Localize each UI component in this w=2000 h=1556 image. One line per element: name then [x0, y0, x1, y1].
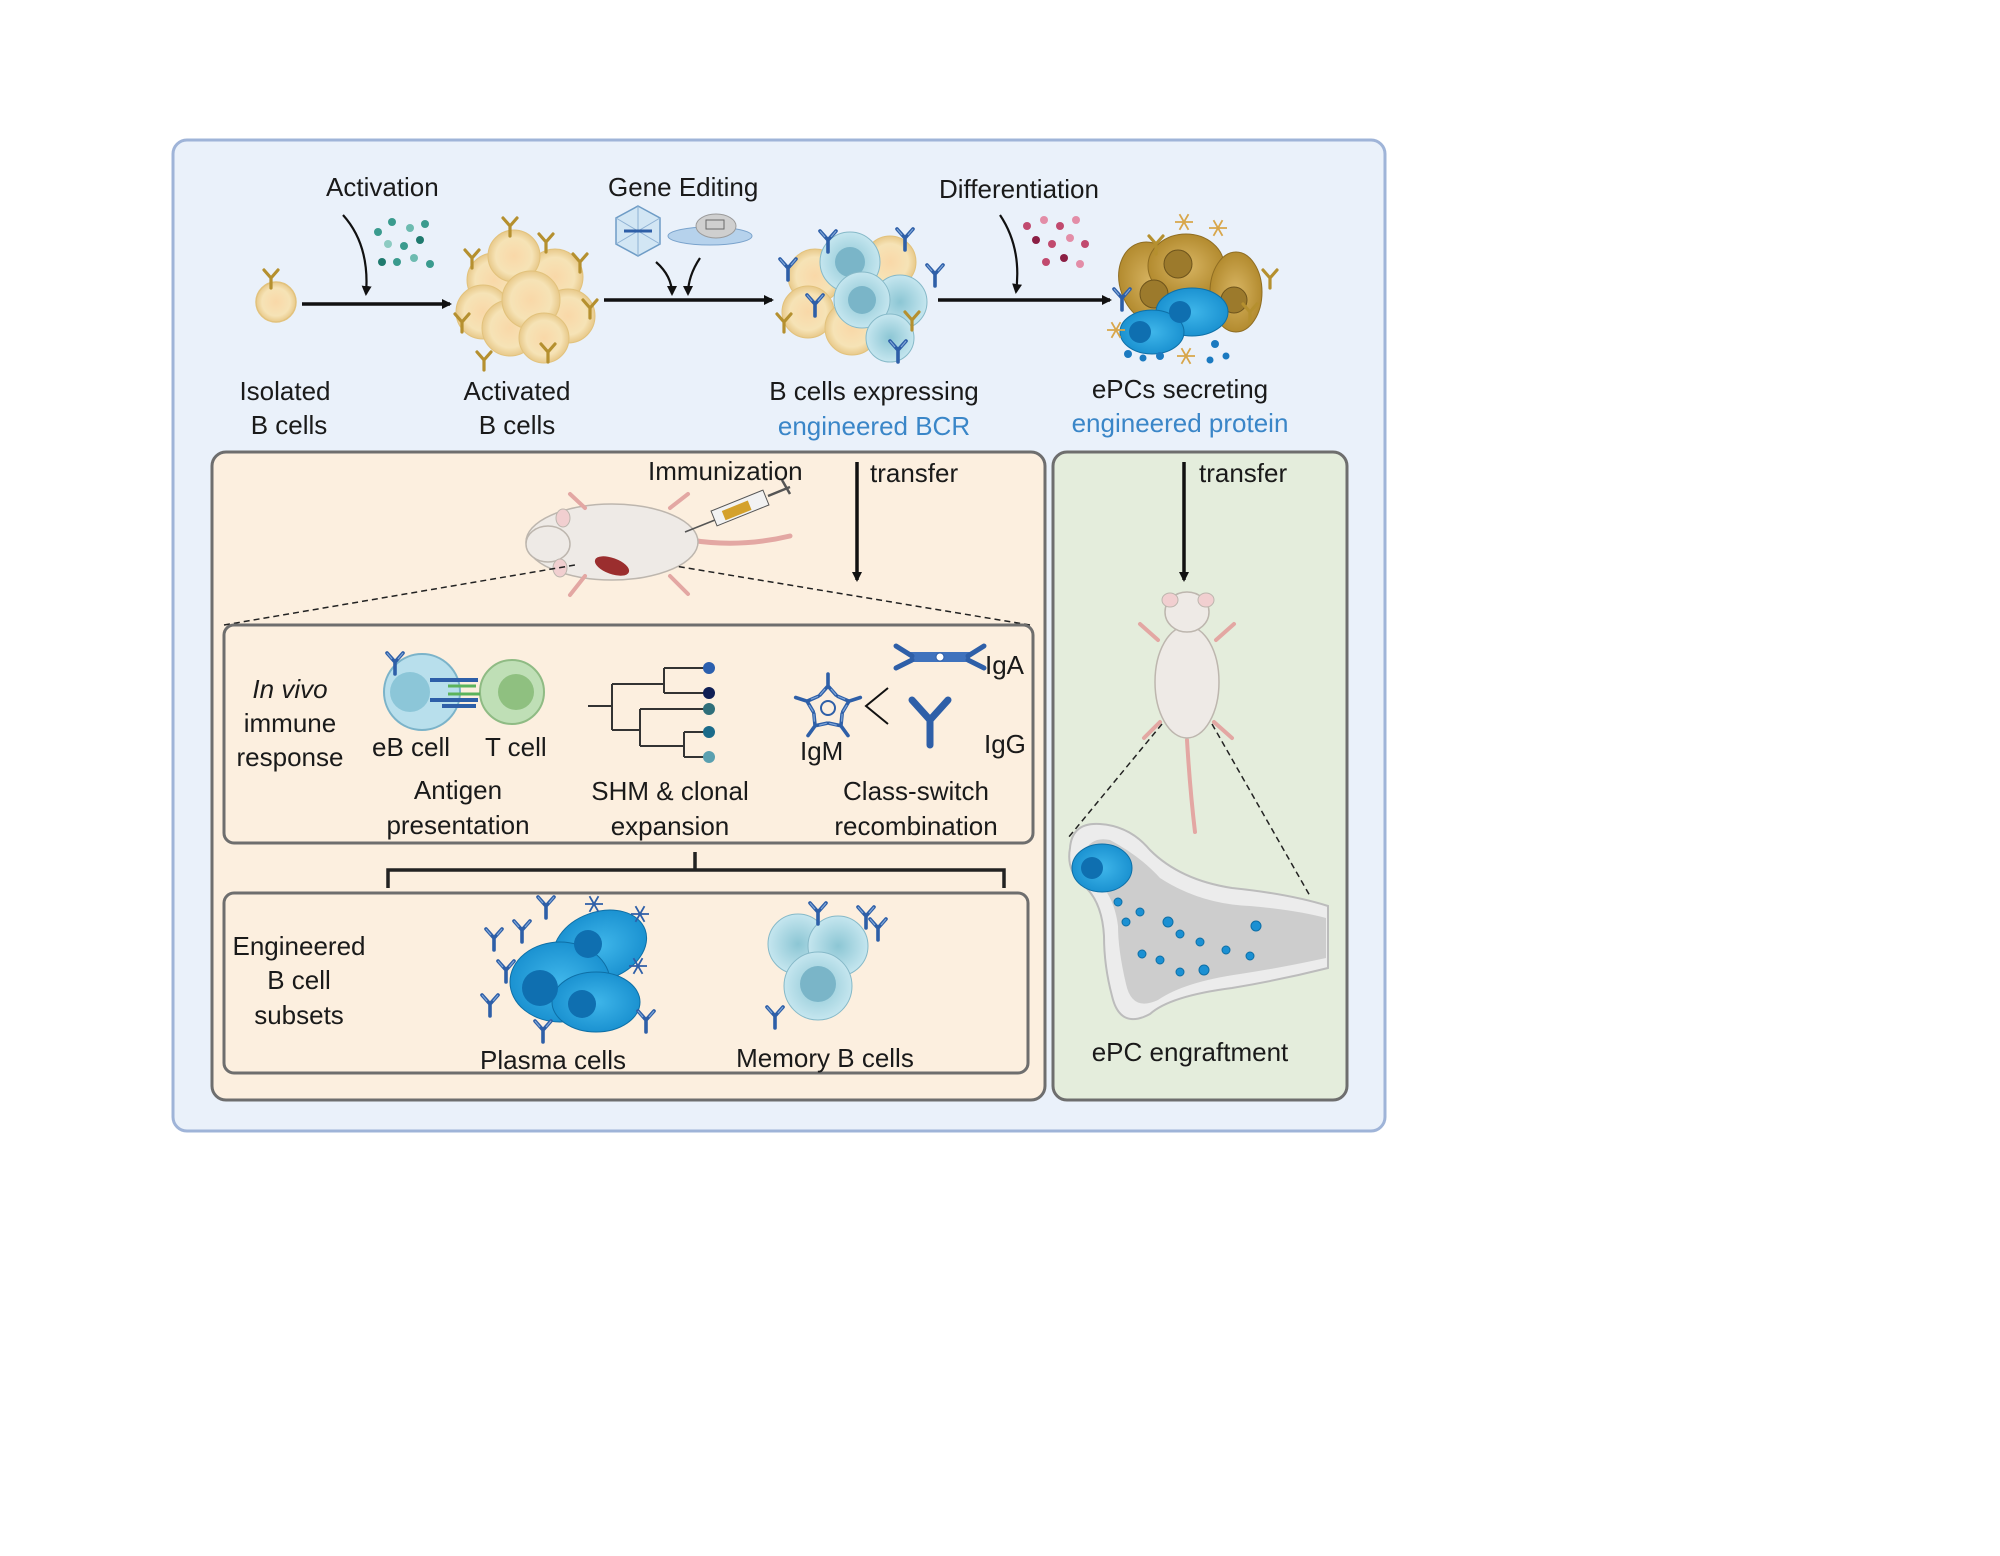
epcs-line2: engineered protein [1071, 408, 1289, 438]
activation-label: Activation [326, 172, 439, 202]
subsets-bracket [386, 852, 1006, 888]
activated-b-cell-cluster [453, 216, 599, 372]
antigen-line1: Antigen [413, 775, 503, 805]
epc-cluster [1106, 213, 1279, 365]
subsets-line2: B cell [267, 965, 331, 995]
bone-marrow-section [1068, 822, 1329, 1020]
plasma-cells-cluster [480, 895, 656, 1044]
epcs-line1: ePCs secreting [1091, 374, 1269, 404]
activation-molecules [374, 218, 434, 268]
igg-icon [908, 696, 952, 749]
igg-label: IgG [984, 729, 1026, 759]
differentiation-input-arrow [999, 214, 1023, 294]
shm-line1: SHM & clonal [591, 776, 749, 806]
clone-nodes [703, 662, 715, 763]
activated-line1: Activated [463, 376, 571, 406]
response-label: response [236, 742, 344, 772]
eb-cell-label: eB cell [372, 732, 451, 762]
gene-editing-label: Gene Editing [608, 172, 759, 202]
in-vivo-label: In vivo [252, 674, 328, 704]
memory-b-cells-cluster [765, 901, 888, 1030]
engineered-b-cell-cluster [775, 227, 945, 364]
transfer-label-left: transfer [870, 458, 959, 488]
epc-engraftment-label: ePC engraftment [1091, 1037, 1289, 1067]
syringe-icon [684, 479, 792, 533]
shm-line2: expansion [610, 811, 730, 841]
engineered-bcr-line1: B cells expressing [769, 376, 979, 406]
igm-label: IgM [800, 736, 844, 766]
subsets-line3: subsets [254, 1000, 344, 1030]
engineered-bcr-line2: engineered BCR [777, 411, 971, 441]
differentiation-molecules [1023, 216, 1089, 268]
differentiation-label: Differentiation [939, 174, 1099, 204]
workflow-diagram [171, 138, 1387, 1133]
gene-editing-input-arrow-2 [683, 257, 701, 296]
immunization-label: Immunization [648, 456, 803, 486]
activation-input-arrow [342, 214, 372, 296]
plasma-cells-label: Plasma cells [480, 1045, 626, 1075]
zoom-line-bone-left [1067, 723, 1163, 839]
isolated-b-cell [255, 268, 297, 323]
class-switch-line1: Class-switch [843, 776, 989, 806]
zoom-line-bone-right [1211, 723, 1311, 897]
mouse-recipient [1138, 591, 1236, 834]
eb-t-cell-synapse [383, 651, 545, 731]
igm-pentamer-icon [791, 672, 865, 743]
transfer-label-right: transfer [1199, 458, 1288, 488]
antigen-line2: presentation [386, 810, 530, 840]
gene-editing-input-arrow-1 [655, 261, 677, 296]
iga-label: IgA [985, 650, 1025, 680]
activated-line2: B cells [478, 410, 556, 440]
class-switch-branch-arrows [864, 687, 889, 725]
engraftment-panel [1051, 450, 1349, 1102]
t-cell-label: T cell [485, 732, 547, 762]
immune-label: immune [243, 708, 337, 738]
isolated-line2: B cells [250, 410, 328, 440]
mouse-immunized [525, 492, 793, 597]
viral-vector-icon [615, 205, 661, 257]
isolated-line1: Isolated [239, 376, 331, 406]
crispr-complex-icon [667, 213, 753, 246]
class-switch-line2: recombination [834, 811, 998, 841]
iga-dimer-icon [893, 643, 987, 671]
clonal-expansion-tree [588, 667, 708, 758]
subsets-line1: Engineered [232, 931, 366, 961]
memory-b-cells-label: Memory B cells [736, 1043, 914, 1073]
